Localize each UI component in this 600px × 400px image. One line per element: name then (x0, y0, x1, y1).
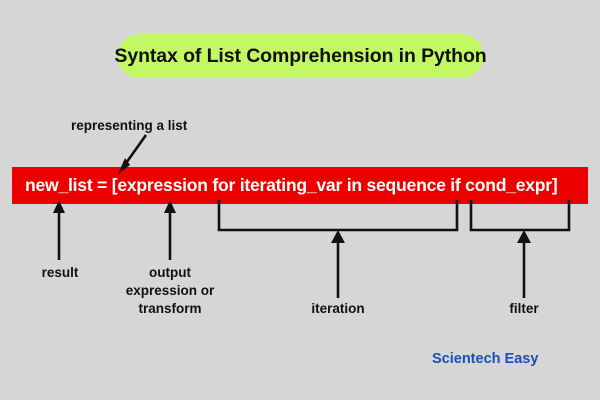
annotation-result: result (41, 265, 79, 280)
annotation-output-expression-or-transform: output expression or transform (125, 265, 215, 316)
arrow-up-icon-filter (517, 230, 531, 298)
title-banner: Syntax of List Comprehension in Python (114, 34, 487, 78)
page-title: Syntax of List Comprehension in Python (114, 44, 487, 67)
annotation-representing-a-list: representing a list (71, 118, 188, 133)
annotation-filter: filter (509, 301, 539, 316)
bracket-connector-icon-filter (469, 200, 571, 232)
syntax-code-text: new_list = [expression for iterating_var… (25, 175, 558, 195)
watermark-brand: Scientech Easy (432, 351, 539, 367)
annotation-iteration: iteration (311, 301, 365, 316)
arrow-up-icon-result (53, 200, 65, 260)
syntax-code-bar: new_list = [expression for iterating_var… (12, 167, 588, 204)
bracket-connector-icon-iteration (217, 200, 459, 232)
arrow-up-icon-output-expression (164, 200, 176, 260)
arrow-up-icon-iteration (331, 230, 345, 298)
